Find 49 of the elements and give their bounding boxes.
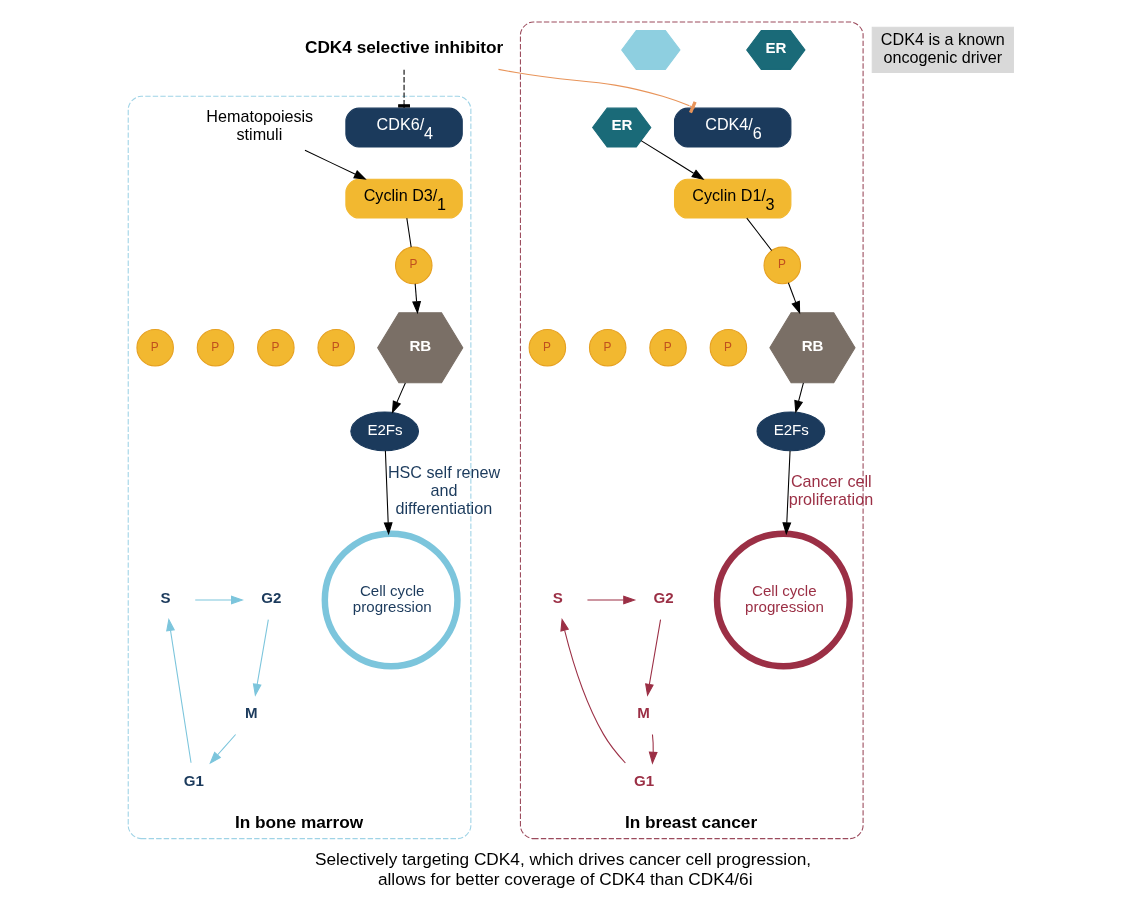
connector: [746, 217, 773, 251]
arrow: [209, 733, 237, 764]
connector: [398, 68, 410, 109]
node-circle: P: [763, 246, 802, 284]
arrow: [782, 449, 792, 535]
edge-label: Cancer cell proliferation: [788, 471, 874, 508]
node-circle: P: [528, 328, 567, 367]
node-text: CDK4 selective inhibitor: [304, 36, 504, 57]
node-ellipse: E2Fs: [756, 410, 826, 451]
node-circle: P: [588, 328, 627, 367]
arrow: [640, 139, 705, 180]
arrow: [391, 381, 406, 414]
arrow: [194, 594, 244, 604]
node-circle: P: [394, 246, 433, 284]
arrow: [412, 282, 422, 314]
node-circle: P: [257, 328, 295, 367]
node-text: M: [245, 703, 258, 721]
arrow: [166, 617, 192, 763]
arrow: [560, 617, 626, 764]
connector: [497, 68, 697, 113]
node-text: Hematopoiesis stimuli: [206, 106, 314, 143]
node-circle: P: [196, 328, 235, 367]
arrow: [586, 594, 637, 604]
node-text: G2: [653, 588, 674, 606]
node-box: CDK4 is a known oncogenic driver: [871, 26, 1014, 73]
arrow: [645, 618, 662, 697]
arrow: [648, 733, 658, 765]
node-circle: P: [136, 328, 174, 367]
node-circle: Cell cycle progression: [713, 529, 853, 669]
node-text: S: [160, 588, 171, 606]
arrow: [252, 618, 269, 697]
node-text: M: [637, 703, 650, 721]
node-circle: P: [649, 328, 687, 367]
edge-label: HSC self renew and differentiation: [387, 462, 501, 517]
node-text: G2: [261, 588, 282, 606]
node-text: G1: [634, 771, 655, 789]
node-text: G1: [183, 771, 204, 789]
connector: [406, 217, 412, 248]
arrow: [383, 449, 393, 535]
node-hexagon: [621, 29, 681, 70]
node-text: S: [552, 588, 563, 606]
caption: Selectively targeting CDK4, which drives cancer cell progression, allows for better coverage of CDK4 than CDK4/6i: [314, 848, 812, 889]
arrow: [794, 381, 804, 413]
node-ellipse: E2Fs: [350, 410, 420, 451]
arrow: [304, 149, 367, 180]
node-circle: P: [709, 328, 748, 367]
node-circle: Cell cycle progression: [321, 529, 461, 669]
node-circle: P: [317, 328, 355, 367]
arrow: [787, 281, 801, 314]
